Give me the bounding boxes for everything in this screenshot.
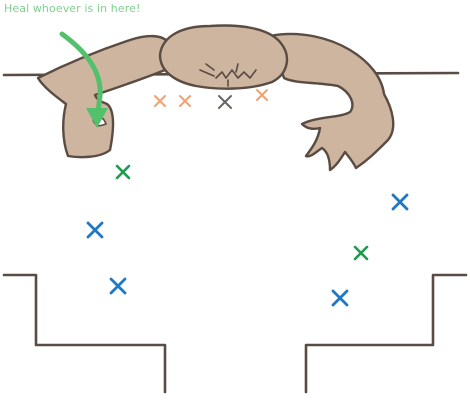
x-mark-icon[interactable]: [391, 193, 409, 211]
x-mark-icon[interactable]: [179, 95, 191, 107]
arrow-head: [86, 108, 108, 128]
monster-head: [158, 24, 289, 90]
instruction-text: Heal whoever is in here!: [4, 2, 141, 15]
x-mark-icon[interactable]: [353, 245, 369, 261]
x-mark-icon[interactable]: [154, 95, 166, 107]
x-mark-icon[interactable]: [115, 164, 131, 180]
left-wall: [2, 273, 167, 394]
monster-face: [199, 63, 257, 87]
x-mark-icon[interactable]: [109, 277, 127, 295]
monster-right-arm: [268, 32, 395, 172]
x-mark-icon[interactable]: [218, 95, 232, 109]
curved-arrow-down-icon: [59, 31, 108, 128]
right-wall: [304, 273, 468, 394]
monster-left-arm: [36, 34, 170, 159]
markers: [86, 89, 409, 307]
x-mark-icon[interactable]: [86, 221, 104, 239]
x-mark-icon[interactable]: [256, 89, 268, 101]
x-mark-icon[interactable]: [331, 289, 349, 307]
monster[interactable]: [36, 24, 395, 172]
